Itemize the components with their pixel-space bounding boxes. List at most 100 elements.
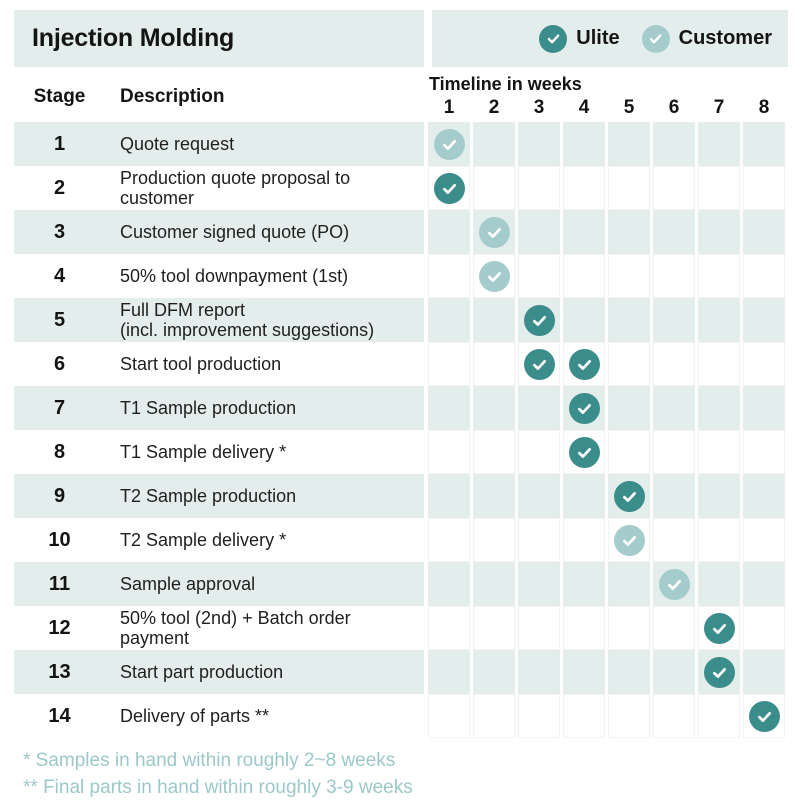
week-cell (563, 694, 605, 738)
week-cell (428, 650, 470, 694)
stage-description: Delivery of parts ** (120, 706, 270, 726)
week-cell (473, 694, 515, 738)
week-cell (518, 210, 560, 254)
week-cell (428, 518, 470, 562)
week-cell (518, 606, 560, 650)
week-cell (563, 386, 605, 430)
week-number: 4 (578, 97, 590, 118)
week-cell (518, 254, 560, 298)
ulite-check-icon (703, 612, 735, 644)
footnotes: * Samples in hand within roughly 2~8 wee… (14, 747, 788, 801)
stage-column-header: Stage (33, 86, 86, 107)
ulite-check-icon (613, 480, 645, 512)
week-cell (743, 518, 785, 562)
footnote-samples: * Samples in hand within roughly 2~8 wee… (23, 750, 396, 771)
week-cell (608, 342, 650, 386)
stage-number: 11 (48, 572, 71, 595)
week-cell (428, 474, 470, 518)
week-cell (518, 166, 560, 210)
week-number: 8 (758, 97, 770, 118)
stage-number: 3 (53, 220, 66, 243)
week-cell (473, 518, 515, 562)
week-cell (608, 166, 650, 210)
week-cell (563, 210, 605, 254)
week-cell (608, 210, 650, 254)
week-cell (743, 210, 785, 254)
stage-description: Start part production (120, 662, 284, 682)
ulite-check-icon (568, 348, 600, 380)
week-cell (743, 650, 785, 694)
week-cell (653, 166, 695, 210)
week-cell (563, 298, 605, 342)
week-cell (518, 122, 560, 166)
week-cells (428, 254, 785, 298)
week-cell (608, 650, 650, 694)
ulite-check-icon (523, 348, 555, 380)
week-cell (473, 254, 515, 298)
week-cell (653, 562, 695, 606)
week-cell (608, 518, 650, 562)
week-cell (698, 474, 740, 518)
week-cell (698, 606, 740, 650)
week-cells (428, 342, 785, 386)
week-cell (608, 298, 650, 342)
week-cell (563, 518, 605, 562)
week-cell (608, 562, 650, 606)
week-cell (428, 386, 470, 430)
stage-description: 50% tool downpayment (1st) (120, 266, 349, 286)
week-cell (698, 518, 740, 562)
week-cell (518, 430, 560, 474)
week-cell (428, 562, 470, 606)
ulite-check-icon (568, 392, 600, 424)
stage-number: 2 (53, 176, 66, 199)
week-cells (428, 122, 785, 166)
legend-label-customer: Customer (678, 27, 772, 49)
week-cell (608, 606, 650, 650)
week-cell (653, 342, 695, 386)
week-cell (473, 430, 515, 474)
week-cell (743, 562, 785, 606)
week-cell (428, 210, 470, 254)
week-cell (473, 386, 515, 430)
week-cell (653, 606, 695, 650)
ulite-check-icon (539, 24, 568, 53)
week-cells (428, 166, 785, 210)
week-number: 7 (713, 97, 725, 118)
timeline-title: Timeline in weeks (429, 74, 582, 94)
week-cell (698, 694, 740, 738)
week-cell (518, 386, 560, 430)
week-cell (473, 606, 515, 650)
week-cell (743, 122, 785, 166)
week-cell (428, 694, 470, 738)
stage-number: 12 (48, 616, 71, 639)
week-cell (563, 562, 605, 606)
ulite-check-icon (748, 700, 780, 732)
stage-number: 7 (53, 396, 66, 419)
week-cell (653, 210, 695, 254)
week-cell (473, 474, 515, 518)
week-cell (473, 342, 515, 386)
week-cell (608, 430, 650, 474)
week-cells (428, 210, 785, 254)
week-cell (428, 430, 470, 474)
week-cell (608, 474, 650, 518)
stage-description: Full DFM report (incl. improvement sugge… (120, 300, 375, 340)
